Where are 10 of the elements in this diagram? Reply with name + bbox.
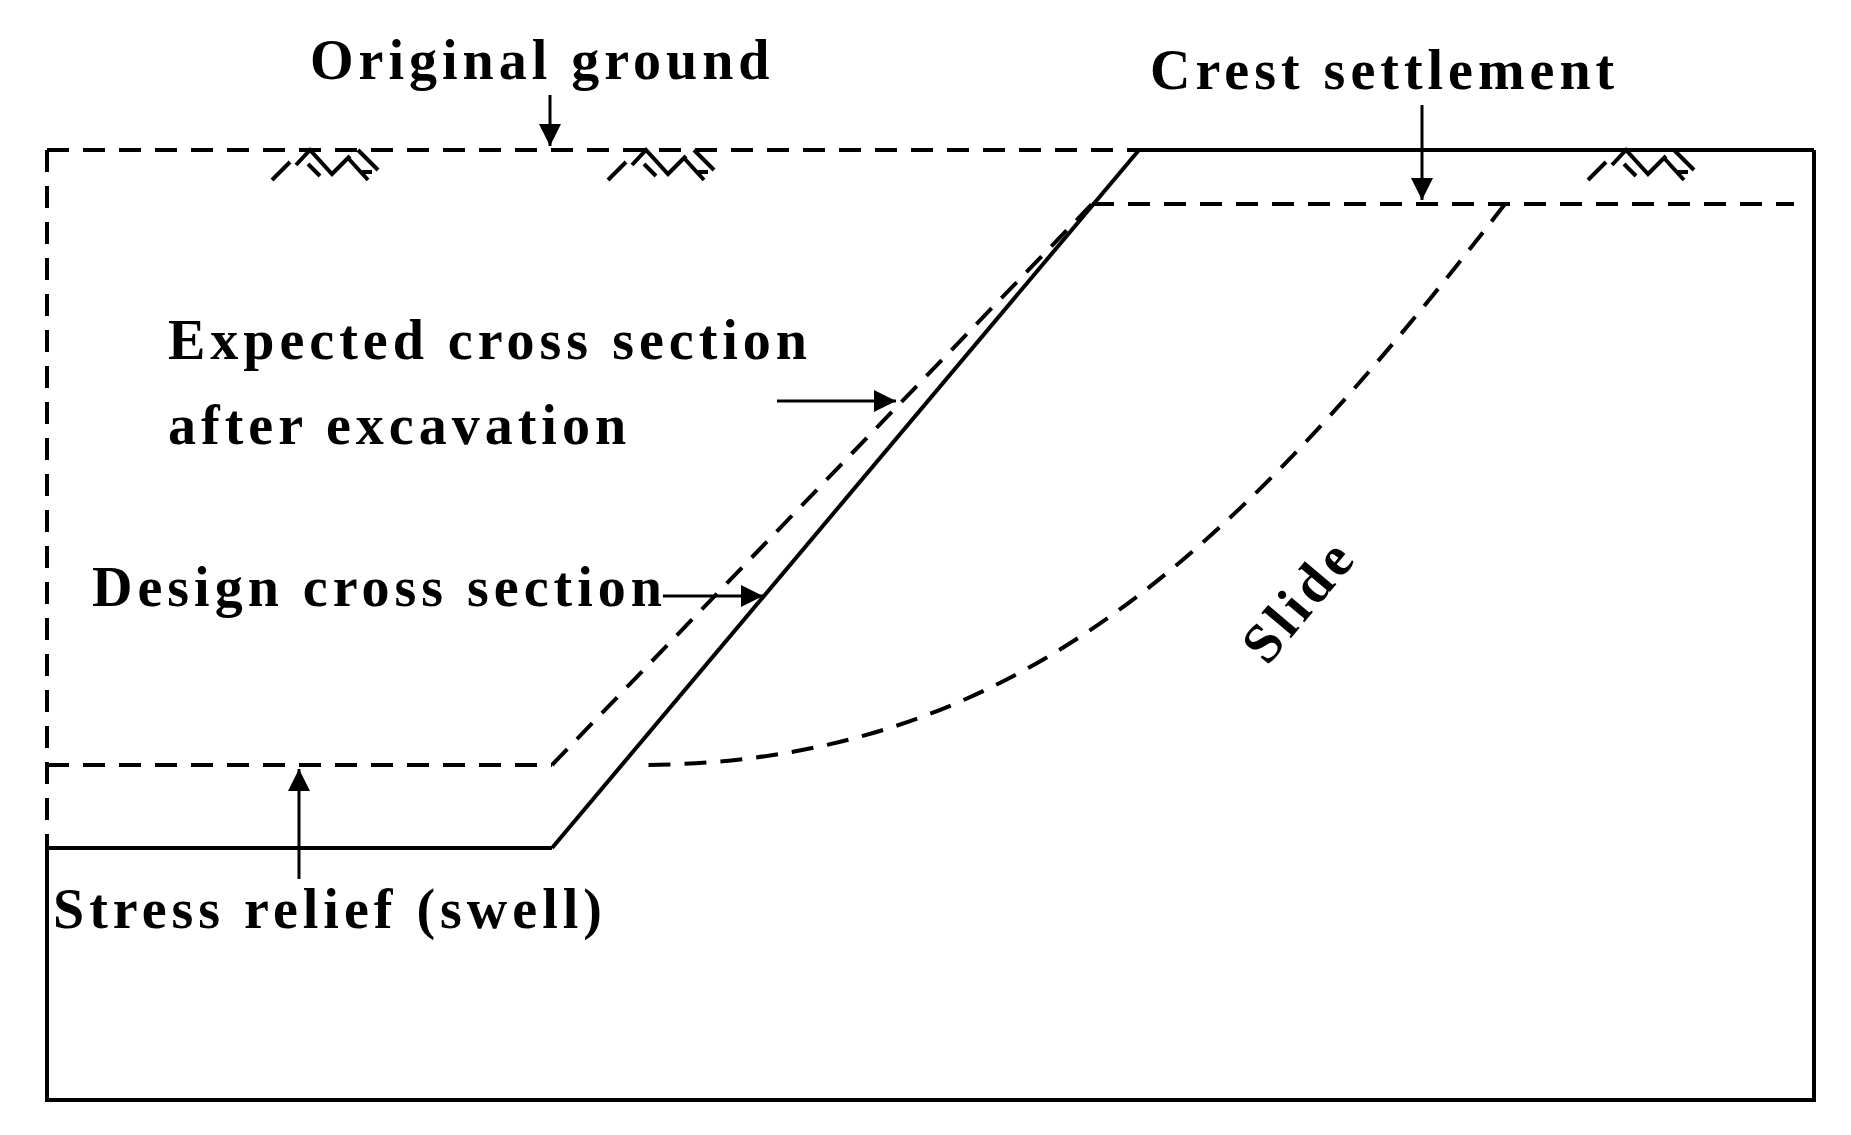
leader-arrow (662, 585, 763, 607)
leader-arrow (539, 95, 561, 146)
leader-arrow (288, 769, 310, 879)
callout-label: Original ground (310, 18, 775, 103)
callout-label: Stress relief (swell) (53, 867, 607, 952)
leader-arrow (777, 390, 896, 412)
callout-label: Crest settlement (1150, 28, 1620, 113)
callout-label: Expected cross section after excavation (168, 298, 868, 468)
leader-arrow (1411, 105, 1433, 200)
callout-label: Design cross section (92, 545, 667, 630)
